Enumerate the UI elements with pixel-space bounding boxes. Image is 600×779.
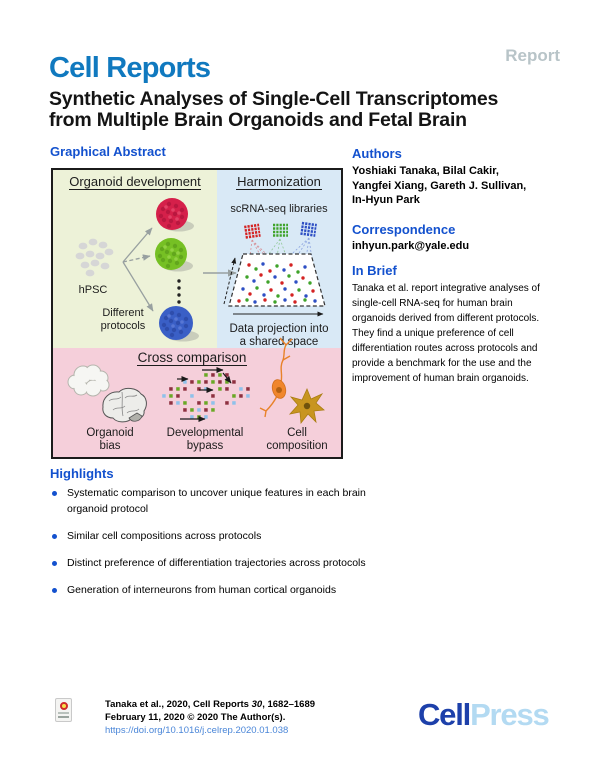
panel-organoid-title: Organoid development bbox=[69, 174, 201, 189]
developmental-bypass-label-line1: Developmental bbox=[167, 427, 244, 439]
article-title-line1: Synthetic Analyses of Single-Cell Transc… bbox=[49, 88, 499, 110]
author-names-line1: Yoshiaki Tanaka, Bilal Cakir, bbox=[352, 165, 499, 177]
different-protocols-label-line2: protocols bbox=[101, 320, 146, 332]
bullet-icon bbox=[52, 587, 57, 593]
red-organoid bbox=[156, 198, 194, 232]
in-brief-text: Tanaka et al. report integrative analyse… bbox=[352, 283, 540, 384]
highlight-item: Distinct preference of differentiation t… bbox=[50, 556, 380, 572]
crossmark-band-icon bbox=[58, 712, 69, 714]
cross-comparison-panel bbox=[53, 348, 341, 457]
highlight-item: Systematic comparison to uncover unique … bbox=[50, 486, 380, 517]
citation-suffix: , 1682–1689 bbox=[262, 699, 316, 710]
bullet-icon bbox=[52, 560, 57, 566]
projected-cell-dots bbox=[237, 262, 317, 304]
journal-logo: Cell Reports bbox=[49, 52, 211, 84]
highlight-text: Similar cell compositions across protoco… bbox=[67, 529, 262, 542]
plane-y-axis-arrow bbox=[223, 257, 237, 305]
neuron-illustration bbox=[259, 337, 293, 418]
author-names-line2: Yangfei Xiang, Gareth J. Sullivan, bbox=[352, 179, 527, 192]
crossmark-band-icon bbox=[58, 716, 69, 718]
citation-volume: 30 bbox=[251, 699, 263, 710]
highlight-item: Similar cell compositions across protoco… bbox=[50, 529, 380, 545]
article-title-line2: from Multiple Brain Organoids and Fetal … bbox=[49, 109, 467, 131]
authors-heading: Authors bbox=[352, 146, 402, 161]
hpsc-cell-cluster bbox=[75, 238, 114, 277]
bullet-icon bbox=[52, 533, 57, 539]
shared-space-plane bbox=[228, 253, 326, 307]
in-brief-heading: In Brief bbox=[352, 263, 397, 278]
green-organoid bbox=[155, 238, 193, 272]
highlight-item: Generation of interneurons from human co… bbox=[50, 583, 380, 599]
trajectory-network bbox=[162, 367, 250, 422]
thought-cloud bbox=[67, 364, 110, 397]
brain-illustration bbox=[102, 387, 147, 423]
highlight-text: Generation of interneurons from human co… bbox=[67, 583, 337, 596]
crossmark-badge-icon bbox=[55, 698, 72, 722]
astrocyte-illustration bbox=[288, 387, 325, 425]
citation-prefix: Tanaka et al., 2020, Cell Reports bbox=[105, 699, 252, 710]
organoid-bias-label-line2: bias bbox=[99, 440, 120, 452]
citation-block: Tanaka et al., 2020, Cell Reports 30, 16… bbox=[105, 698, 315, 737]
article-title: Synthetic Analyses of Single-Cell Transc… bbox=[49, 89, 569, 131]
blue-organoid bbox=[159, 306, 199, 342]
scrna-library-grids bbox=[244, 221, 317, 239]
scrna-libraries-label: scRNA-seq libraries bbox=[230, 203, 328, 215]
highlight-text: Systematic comparison to uncover unique … bbox=[67, 487, 366, 515]
author-names: Yoshiaki Tanaka, Bilal Cakir, Yangfei Xi… bbox=[352, 164, 526, 208]
ellipsis-dots bbox=[177, 279, 181, 304]
highlights-list: Systematic comparison to uncover unique … bbox=[50, 486, 380, 610]
panel-harmonization-title: Harmonization bbox=[237, 174, 321, 189]
crossmark-circle-icon bbox=[59, 702, 68, 710]
graphical-abstract-svg: Organoid development hPSC bbox=[53, 170, 341, 457]
graphical-abstract-heading: Graphical Abstract bbox=[50, 144, 166, 159]
developmental-bypass-label-line2: bypass bbox=[187, 440, 224, 452]
citation-date-copyright: February 11, 2020 © 2020 The Author(s). bbox=[105, 712, 286, 723]
cell-composition-label-line2: composition bbox=[266, 440, 327, 452]
projection-label-line2: a shared space bbox=[240, 336, 319, 348]
graphical-abstract-figure: Organoid development hPSC bbox=[51, 168, 343, 459]
cellpress-logo-cell: Cell bbox=[418, 697, 471, 732]
organoid-bias-label-line1: Organoid bbox=[86, 427, 133, 439]
different-protocols-label-line1: Different bbox=[102, 307, 143, 319]
article-type-label: Report bbox=[505, 46, 560, 65]
hpsc-label: hPSC bbox=[79, 284, 108, 296]
doi-link[interactable]: https://doi.org/10.1016/j.celrep.2020.01… bbox=[105, 725, 289, 736]
cellpress-logo-press: Press bbox=[470, 697, 550, 732]
correspondence-heading: Correspondence bbox=[352, 222, 456, 237]
bullet-icon bbox=[52, 491, 57, 496]
differentiation-arrows bbox=[122, 227, 154, 312]
author-names-line3: In-Hyun Park bbox=[352, 194, 420, 206]
highlight-text: Distinct preference of differentiation t… bbox=[67, 556, 366, 569]
projection-label-line1: Data projection into bbox=[229, 323, 328, 335]
panel-cross-title: Cross comparison bbox=[138, 350, 247, 365]
cellpress-logo: CellPress bbox=[418, 697, 550, 733]
cell-composition-label-line1: Cell bbox=[287, 427, 307, 439]
highlights-heading: Highlights bbox=[50, 466, 114, 481]
correspondence-email: inhyun.park@yale.edu bbox=[352, 240, 470, 252]
